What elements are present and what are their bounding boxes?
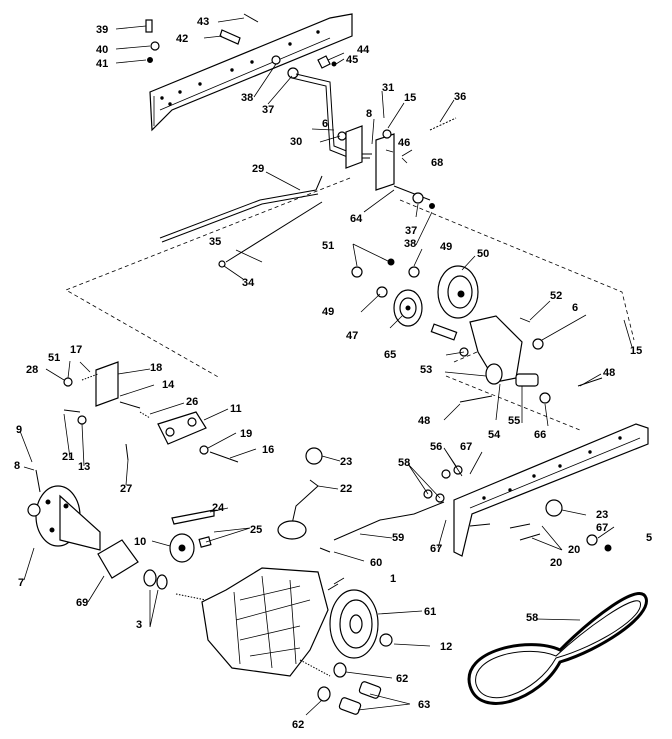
part-label: 56 xyxy=(430,441,442,453)
linkage-rod xyxy=(159,175,323,268)
part-label: 52 xyxy=(550,290,562,302)
part-label: 5 xyxy=(646,532,652,544)
part-label: 51 xyxy=(48,352,60,364)
part-label: 23 xyxy=(340,456,352,468)
part-label: 49 xyxy=(440,241,452,253)
part-label: 14 xyxy=(162,379,175,391)
part-label: 66 xyxy=(534,429,546,441)
lower-bolts xyxy=(317,662,382,715)
part-label: 30 xyxy=(290,136,302,148)
part-label: 13 xyxy=(78,461,90,473)
part-label: 17 xyxy=(70,344,82,356)
part-label: 53 xyxy=(420,364,432,376)
part-label: 42 xyxy=(176,33,188,45)
reference-dashed-lines xyxy=(65,177,635,431)
part-label: 1 xyxy=(390,573,396,585)
part-label: 58 xyxy=(398,457,410,469)
part-label: 40 xyxy=(96,44,108,56)
part-label: 45 xyxy=(346,54,358,66)
part-label: 36 xyxy=(454,91,466,103)
shift-lever-rod xyxy=(291,73,457,209)
brake-assembly xyxy=(169,509,215,563)
part-label: 49 xyxy=(322,306,334,318)
part-label: 62 xyxy=(292,719,304,731)
part-label: 60 xyxy=(370,557,382,569)
right-frame-plate xyxy=(333,423,649,557)
leader-lines xyxy=(19,17,633,716)
part-label: 38 xyxy=(404,238,416,250)
part-label: 23 xyxy=(596,509,608,521)
part-label: 62 xyxy=(396,673,408,685)
part-label: 48 xyxy=(418,415,430,427)
shift-lever-knob xyxy=(277,447,331,553)
part-label: 24 xyxy=(212,502,225,514)
part-label: 8 xyxy=(14,460,20,472)
transaxle-pulley xyxy=(329,589,393,659)
part-label: 15 xyxy=(630,345,642,357)
part-label: 31 xyxy=(382,82,394,94)
part-label: 65 xyxy=(384,349,396,361)
part-label: 44 xyxy=(357,44,370,56)
washers xyxy=(143,569,168,590)
part-label: 20 xyxy=(568,544,580,556)
part-label: 63 xyxy=(418,699,430,711)
part-label: 18 xyxy=(150,362,162,374)
part-label: 7 xyxy=(18,577,24,589)
part-label: 68 xyxy=(431,157,443,169)
part-label: 6 xyxy=(322,118,328,130)
spacer-sleeve xyxy=(97,539,139,579)
part-label: 8 xyxy=(366,108,372,120)
part-label: 43 xyxy=(197,16,209,28)
part-label: 54 xyxy=(488,429,501,441)
part-label: 20 xyxy=(550,557,562,569)
drive-belt xyxy=(467,592,648,705)
part-label: 46 xyxy=(398,137,410,149)
wheel-hub xyxy=(27,469,101,551)
transaxle-housing xyxy=(175,567,339,677)
part-label: 22 xyxy=(340,483,352,495)
part-label: 51 xyxy=(322,240,334,252)
part-label: 16 xyxy=(262,444,274,456)
lower-left-linkage xyxy=(63,361,239,463)
part-label: 47 xyxy=(346,330,358,342)
part-label: 29 xyxy=(252,163,264,175)
part-label: 3 xyxy=(136,619,142,631)
part-label: 37 xyxy=(405,225,417,237)
part-label: 12 xyxy=(440,641,452,653)
part-label: 55 xyxy=(508,415,520,427)
part-label: 11 xyxy=(230,403,242,415)
idler-pulley-group xyxy=(351,258,603,404)
part-label: 26 xyxy=(186,396,198,408)
upper-frame-plate xyxy=(149,13,353,132)
part-label: 64 xyxy=(350,213,363,225)
part-label: 67 xyxy=(460,441,472,453)
part-label: 34 xyxy=(242,277,255,289)
part-label: 37 xyxy=(262,104,274,116)
part-label: 19 xyxy=(240,428,252,440)
part-label: 25 xyxy=(250,524,262,536)
part-label: 10 xyxy=(134,536,146,548)
part-label: 67 xyxy=(430,543,442,555)
part-label: 69 xyxy=(76,597,88,609)
part-label: 28 xyxy=(26,364,38,376)
part-label: 39 xyxy=(96,24,108,36)
part-label: 61 xyxy=(424,606,436,618)
part-label: 27 xyxy=(120,483,132,495)
part-label: 21 xyxy=(62,451,74,463)
part-label: 41 xyxy=(96,58,108,70)
part-label: 50 xyxy=(477,248,489,260)
part-label: 67 xyxy=(596,522,608,534)
part-label: 48 xyxy=(603,367,615,379)
part-label: 6 xyxy=(572,302,578,314)
part-label: 9 xyxy=(16,424,22,436)
part-label: 58 xyxy=(526,612,538,624)
part-label: 15 xyxy=(404,92,416,104)
part-label: 38 xyxy=(241,92,253,104)
part-number-labels: 39 40 41 43 42 44 45 38 37 31 15 36 8 6 … xyxy=(14,16,652,731)
part-label: 59 xyxy=(392,532,404,544)
part-label: 35 xyxy=(209,236,221,248)
